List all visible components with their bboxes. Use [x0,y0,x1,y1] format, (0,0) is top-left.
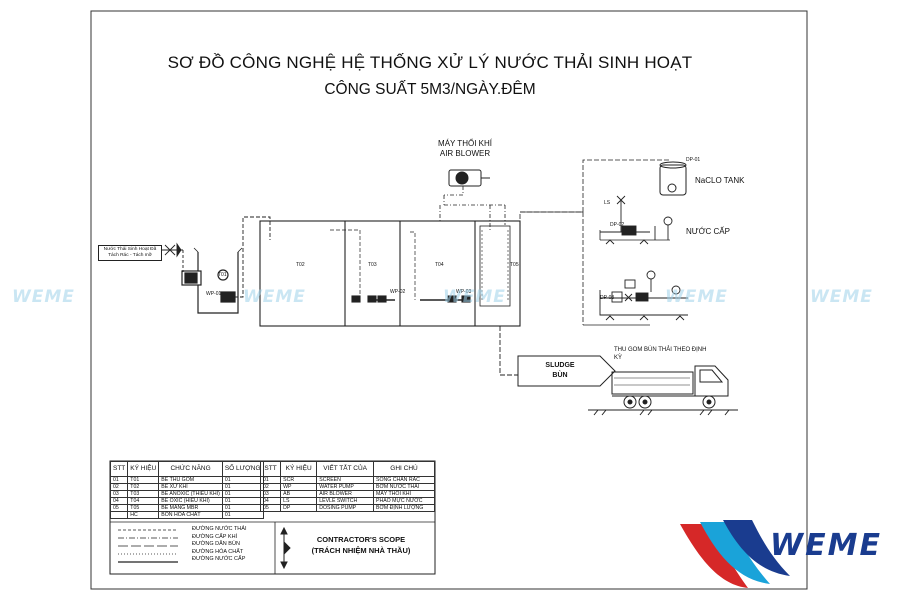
line-key-sludge: ĐƯỜNG DẪN BÙN [192,541,240,547]
blower-label-vn: MÁY THỔI KHÍ [438,139,492,148]
legend-header: GHI CHÚ [373,461,435,477]
tag-wp02: WP-02 [390,289,406,295]
watermark-center-right: WEME [665,287,728,307]
tag-t02: T02 [296,262,305,268]
clean-water-label: NƯỚC CẤP [686,227,730,236]
tag-wp03: WP-03 [456,289,472,295]
tag-dp03: DP-03 [600,295,615,301]
tag-wp01: WP-01 [206,291,222,297]
watermark-right: WEME [810,287,873,307]
line-key-samples [118,529,178,563]
tag-t05: T05 [510,262,519,268]
legend-header: SỐ LƯỢNG [221,461,264,477]
tag-t01: T01 [218,272,227,278]
scope-arrow-icon [280,526,291,570]
contractor-scope-label: CONTRACTOR'S SCOPE (TRÁCH NHIỆM NHÀ THẦU… [311,535,411,555]
air-blower [439,169,506,230]
watermark-center: WEME [443,287,506,307]
dosing-skid-lower [599,270,688,321]
line-key-clean-water: ĐƯỜNG NƯỚC CẤP [192,556,246,562]
diagram-title: SƠ ĐỒ CÔNG NGHỆ HỆ THỐNG XỬ LÝ NƯỚC THẢI… [167,53,693,72]
sludge-line [499,326,616,387]
legend-header: KÝ HIỆU [127,461,160,477]
inlet-box: Nước Thải Sinh Hoạt Đã Tách Rác - Tách m… [98,245,162,261]
legend-header: CHỨC NĂNG [158,461,223,477]
diagram-subtitle: CÔNG SUẤT 5M3/NGÀY.ĐÊM [324,81,536,98]
tag-dp01: DP-01 [686,157,701,163]
naclo-tank [659,161,687,196]
line-key-chemical: ĐƯỜNG HÓA CHẤT [192,548,244,555]
screen-valve [160,242,184,272]
dosing-skid-upper [600,195,673,245]
tag-t04: T04 [435,262,444,268]
sludge-collect-label: THU GOM BÙN THẢI THEO ĐỊNH KỲ [614,347,707,361]
line-key-air: ĐƯỜNG CẤP KHÍ [192,533,238,540]
sludge-truck [588,365,738,416]
naclo-tank-label: NaCLO TANK [695,176,745,185]
weme-logo-text: WEME [770,528,882,563]
drawing-border [90,10,808,590]
legend-header: KÝ HIỆU [280,461,318,477]
legend-header: VIẾT TẮT CỦA [316,461,374,477]
tag-ls: LS [604,200,611,206]
line-key-list: ĐƯỜNG NƯỚC THẢI ĐƯỜNG CẤP KHÍ ĐƯỜNG DẪN … [192,526,246,564]
line-key-wastewater: ĐƯỜNG NƯỚC THẢI [192,526,247,532]
watermark-left: WEME [12,287,75,307]
tank-t01 [181,247,243,314]
watermark-center-left: WEME [243,287,306,307]
tag-t03: T03 [368,262,377,268]
blower-label-en: AIR BLOWER [439,149,491,158]
sludge-label: SLUDGE [545,362,575,369]
permeate-line [519,159,670,326]
weme-logo-mark [680,520,790,588]
sludge-label-vn: BÙN [552,372,568,379]
tag-dp02: DP-02 [610,222,625,228]
legend-header: STT [259,461,282,477]
tank-block [228,216,521,327]
legend-header: STT [109,461,129,477]
